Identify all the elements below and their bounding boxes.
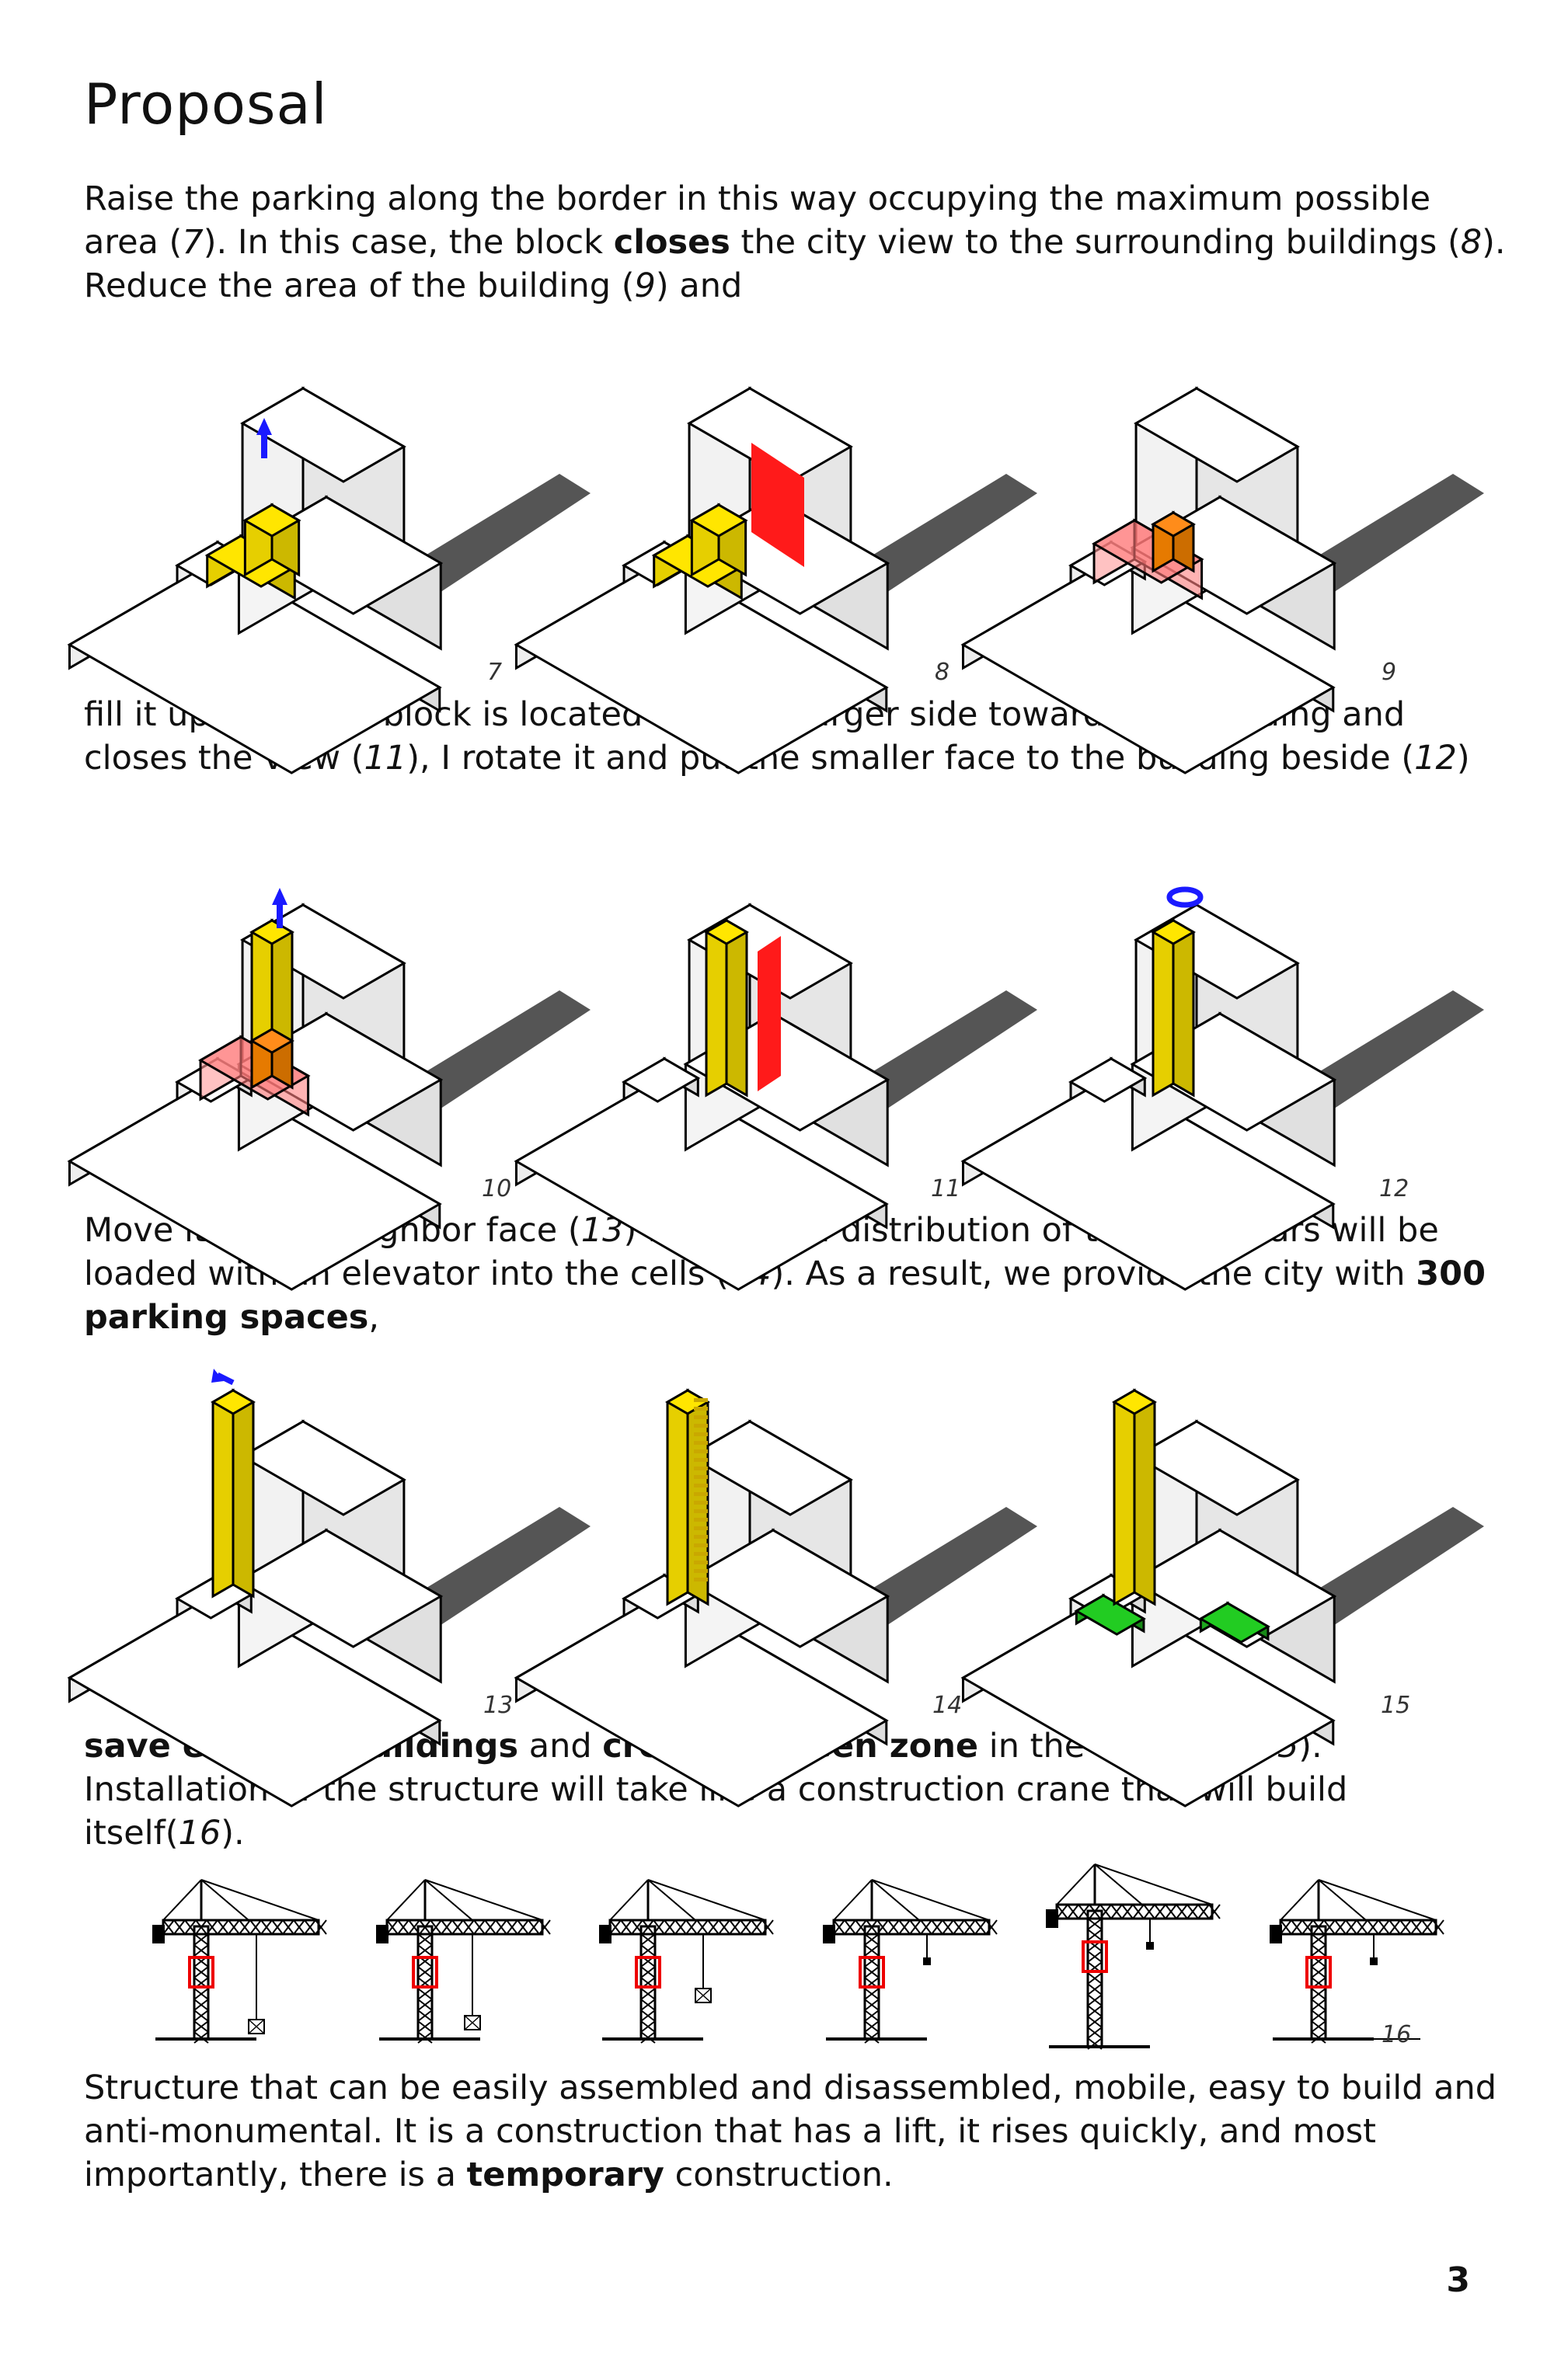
crane-stage-5 <box>1033 1863 1221 2066</box>
figure-label-13: 13 <box>483 1692 514 1719</box>
figure-11 <box>514 843 1037 1291</box>
figure-reference: 9 <box>634 266 656 305</box>
emphasis-text: temporary <box>466 2156 664 2194</box>
body-text: ). <box>221 1814 245 1853</box>
figure-reference: 8 <box>1460 223 1483 262</box>
figure-label-9: 9 <box>1382 659 1397 686</box>
crane-stage-6 <box>1257 1879 1444 2066</box>
paragraph-1: Raise the parking along the border in th… <box>84 177 1514 308</box>
figure-reference: 12 <box>1414 739 1457 778</box>
figure-13 <box>67 1359 591 1808</box>
figure-label-14: 14 <box>932 1692 963 1719</box>
figure-7 <box>67 326 591 774</box>
body-text: the city view to the surrounding buildin… <box>730 223 1461 262</box>
crane-stage-2 <box>364 1879 551 2066</box>
figure-reference: 7 <box>182 223 204 262</box>
page-number: 3 <box>1446 2260 1470 2300</box>
figure-15 <box>960 1359 1484 1808</box>
figure-9 <box>960 326 1484 774</box>
body-text: ). As a result, we provide the city with <box>771 1254 1416 1293</box>
body-text: ) and <box>655 266 743 305</box>
figure-label-16: 16 <box>1382 2021 1412 2048</box>
figure-14 <box>514 1359 1037 1808</box>
emphasis-text: 300 parking spaces <box>84 1254 1486 1337</box>
body-text: Raise the parking along the border in th… <box>84 179 1431 262</box>
body-text: construction. <box>664 2156 894 2194</box>
emphasis-text: closes <box>613 223 730 262</box>
figure-label-10: 10 <box>482 1175 512 1202</box>
figure-reference: 11 <box>364 739 407 778</box>
figure-label-8: 8 <box>935 659 950 686</box>
figure-10 <box>67 843 591 1291</box>
page-title: Proposal <box>84 71 328 137</box>
body-text: ) <box>1456 739 1470 778</box>
crane-stage-1 <box>140 1879 327 2066</box>
body-text: ). Reduce the area of the building ( <box>84 223 1506 305</box>
figure-8 <box>514 326 1037 774</box>
figure-12 <box>960 843 1484 1291</box>
crane-stage-3 <box>587 1879 774 2066</box>
body-text: Structure that can be easily assembled a… <box>84 2069 1497 2194</box>
figure-label-15: 15 <box>1381 1692 1411 1719</box>
crane-stage-4 <box>810 1879 998 2066</box>
figure-label-11: 11 <box>931 1175 961 1202</box>
body-text: ), I rotate it and put the smaller face … <box>406 739 1415 778</box>
figure-label-7: 7 <box>487 659 503 686</box>
body-text: ). In this case, the block <box>203 223 614 262</box>
figure-label-12: 12 <box>1379 1175 1409 1202</box>
body-text: and <box>518 1727 603 1766</box>
body-text: , <box>368 1298 380 1337</box>
paragraph-5: Structure that can be easily assembled a… <box>84 2066 1514 2197</box>
figure-reference: 16 <box>178 1814 221 1853</box>
